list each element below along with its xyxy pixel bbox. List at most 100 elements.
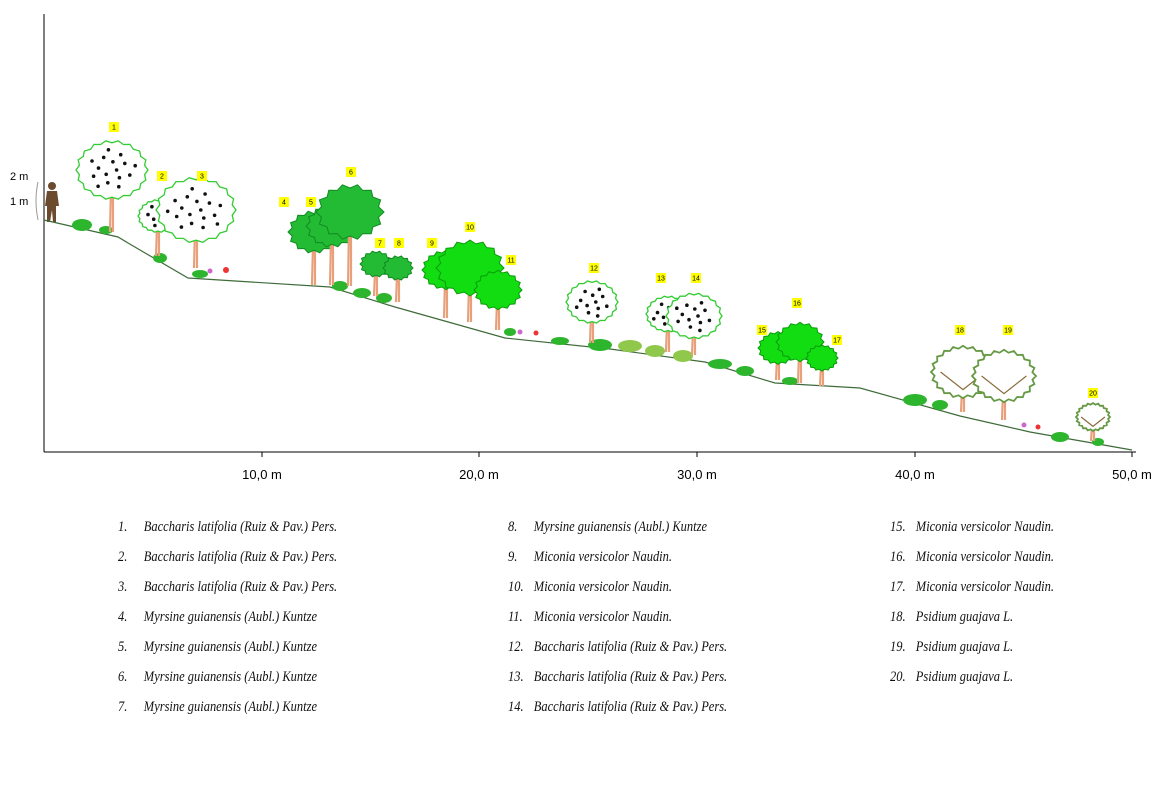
tree-number-tag xyxy=(589,263,599,273)
legend-species: Baccharis latifolia (Ruiz & Pav.) Pers. xyxy=(143,549,338,565)
fruit-dot xyxy=(578,298,583,303)
tree-number-label: 20 xyxy=(1089,391,1097,398)
tree-number-tag xyxy=(306,197,316,207)
fruit-dot xyxy=(605,304,609,309)
tree-baccharis: 14 xyxy=(665,273,723,356)
fruit-dot xyxy=(96,166,101,170)
fruit-dot xyxy=(675,306,679,311)
legend-item: 19.Psidium guajava L. xyxy=(890,632,1159,662)
fruit-dot xyxy=(150,204,154,209)
fruit-dot xyxy=(597,287,602,292)
tree-baccharis: 12 xyxy=(565,263,619,344)
fruit-dot xyxy=(596,306,600,311)
x-tick-label: 10,0 m xyxy=(242,467,282,482)
tree-crown xyxy=(75,140,149,200)
fruit-dot xyxy=(703,308,707,313)
tree-number-label: 10 xyxy=(466,225,474,232)
legend-number: 13. xyxy=(508,669,524,685)
legend-number: 10. xyxy=(508,579,524,595)
legend-species: Myrsine guianensis (Aubl.) Kuntze xyxy=(143,639,317,655)
fruit-dot xyxy=(583,289,587,294)
scale-label-1m: 1 m xyxy=(10,196,28,208)
tree-number-tag xyxy=(109,122,119,132)
legend-item: 11.Miconia versicolor Naudin. xyxy=(508,602,818,632)
legend-item: 10.Miconia versicolor Naudin. xyxy=(508,572,818,602)
fruit-dot xyxy=(111,160,115,164)
tree-number-tag xyxy=(955,325,965,335)
legend-species: Myrsine guianensis (Aubl.) Kuntze xyxy=(143,609,317,625)
legend-item: 18.Psidium guajava L. xyxy=(890,602,1159,632)
fruit-dot xyxy=(687,317,691,322)
fruit-dot xyxy=(688,325,693,329)
fruit-dot xyxy=(659,302,664,307)
fruit-dot xyxy=(574,305,579,310)
tree-number-label: 7 xyxy=(378,241,382,248)
legend-species: Baccharis latifolia (Ruiz & Pav.) Pers. xyxy=(143,579,338,595)
tree-miconia: 17 xyxy=(805,335,842,387)
human-scale-figure xyxy=(35,181,59,222)
fruit-dot xyxy=(600,294,605,299)
legend-species: Myrsine guianensis (Aubl.) Kuntze xyxy=(143,699,317,715)
tree-crown xyxy=(382,255,414,281)
legend-item: 5. Myrsine guianensis (Aubl.) Kuntze xyxy=(118,632,428,662)
fruit-dot xyxy=(153,223,157,228)
fruit-dot xyxy=(90,159,94,163)
fruit-dot xyxy=(199,208,203,212)
fruit-dot xyxy=(680,312,685,317)
legend-species: Baccharis latifolia (Ruiz & Pav.) Pers. xyxy=(143,519,338,535)
tree-psidium: 20 xyxy=(1074,388,1112,442)
legend-species: Baccharis latifolia (Ruiz & Pav.) Pers. xyxy=(533,639,728,655)
tree-number-tag xyxy=(792,298,802,308)
legend-column-1: 1.Baccharis latifolia (Ruiz & Pav.) Pers… xyxy=(118,512,478,722)
fruit-dot xyxy=(202,216,206,220)
fruit-dot xyxy=(699,301,704,305)
legend-species: Miconia versicolor Naudin. xyxy=(533,609,673,625)
legend-number: 14. xyxy=(508,699,524,715)
tree-number-tag xyxy=(394,238,404,248)
legend-column-2: 8.Myrsine guianensis (Aubl.) Kuntze 9.Mi… xyxy=(508,512,868,722)
fruit-dot xyxy=(114,168,119,172)
fruit-dot xyxy=(190,187,194,191)
fruit-dot xyxy=(707,318,712,323)
x-tick-label: 40,0 m xyxy=(895,467,935,482)
legend-number: 8. xyxy=(508,519,518,535)
x-axis-ticks xyxy=(261,452,1133,457)
legend-number: 9. xyxy=(508,549,518,565)
fruit-dot xyxy=(195,199,199,204)
fruit-dot xyxy=(655,310,660,315)
legend-item: 7.Myrsine guianensis (Aubl.) Kuntze xyxy=(118,692,428,722)
tree-number-tag xyxy=(465,222,475,232)
legend-species: Baccharis latifolia (Ruiz & Pav.) Pers. xyxy=(533,699,728,715)
tree-number-label: 11 xyxy=(507,258,514,265)
legend-species: Psidium guajava L. xyxy=(915,639,1014,655)
tree-branches xyxy=(981,375,1027,395)
fruit-dot xyxy=(698,328,702,333)
legend-number: 5. xyxy=(118,639,128,655)
tree-number-tag xyxy=(197,171,207,181)
tree-crown xyxy=(805,344,839,372)
tree-number-tag xyxy=(427,238,437,248)
legend-item: 16.Miconia versicolor Naudin. xyxy=(890,542,1159,572)
legend-species: Psidium guajava L. xyxy=(915,669,1014,685)
tree-number-tag xyxy=(157,171,167,181)
legend-column-3: 15. Miconia versicolor Naudin. 16.Miconia… xyxy=(890,512,1159,692)
tree-number-tag xyxy=(757,325,767,335)
tree-crown xyxy=(1074,402,1112,432)
ground-vegetation xyxy=(72,219,1104,446)
fruit-dot xyxy=(663,322,667,326)
legend-item: 1.Baccharis latifolia (Ruiz & Pav.) Pers… xyxy=(118,512,428,542)
tree-miconia: 11 xyxy=(473,255,523,331)
tree-branches xyxy=(1080,416,1106,428)
legend-number: 15. xyxy=(890,519,906,535)
legend-number: 4. xyxy=(118,609,128,625)
fruit-dot xyxy=(96,184,100,189)
legend-species: Miconia versicolor Naudin. xyxy=(915,549,1055,565)
legend-item: 4. Myrsine guianensis (Aubl.) Kuntze xyxy=(118,602,428,632)
tree-number-tag xyxy=(1003,325,1013,335)
species-legend: 1.Baccharis latifolia (Ruiz & Pav.) Pers… xyxy=(0,512,1159,802)
legend-number: 17. xyxy=(890,579,906,595)
tree-number-tag xyxy=(656,273,666,283)
legend-number: 2. xyxy=(118,549,128,565)
x-tick-label: 50,0 m xyxy=(1112,467,1152,482)
tree-myrsine: 6 xyxy=(315,167,385,287)
